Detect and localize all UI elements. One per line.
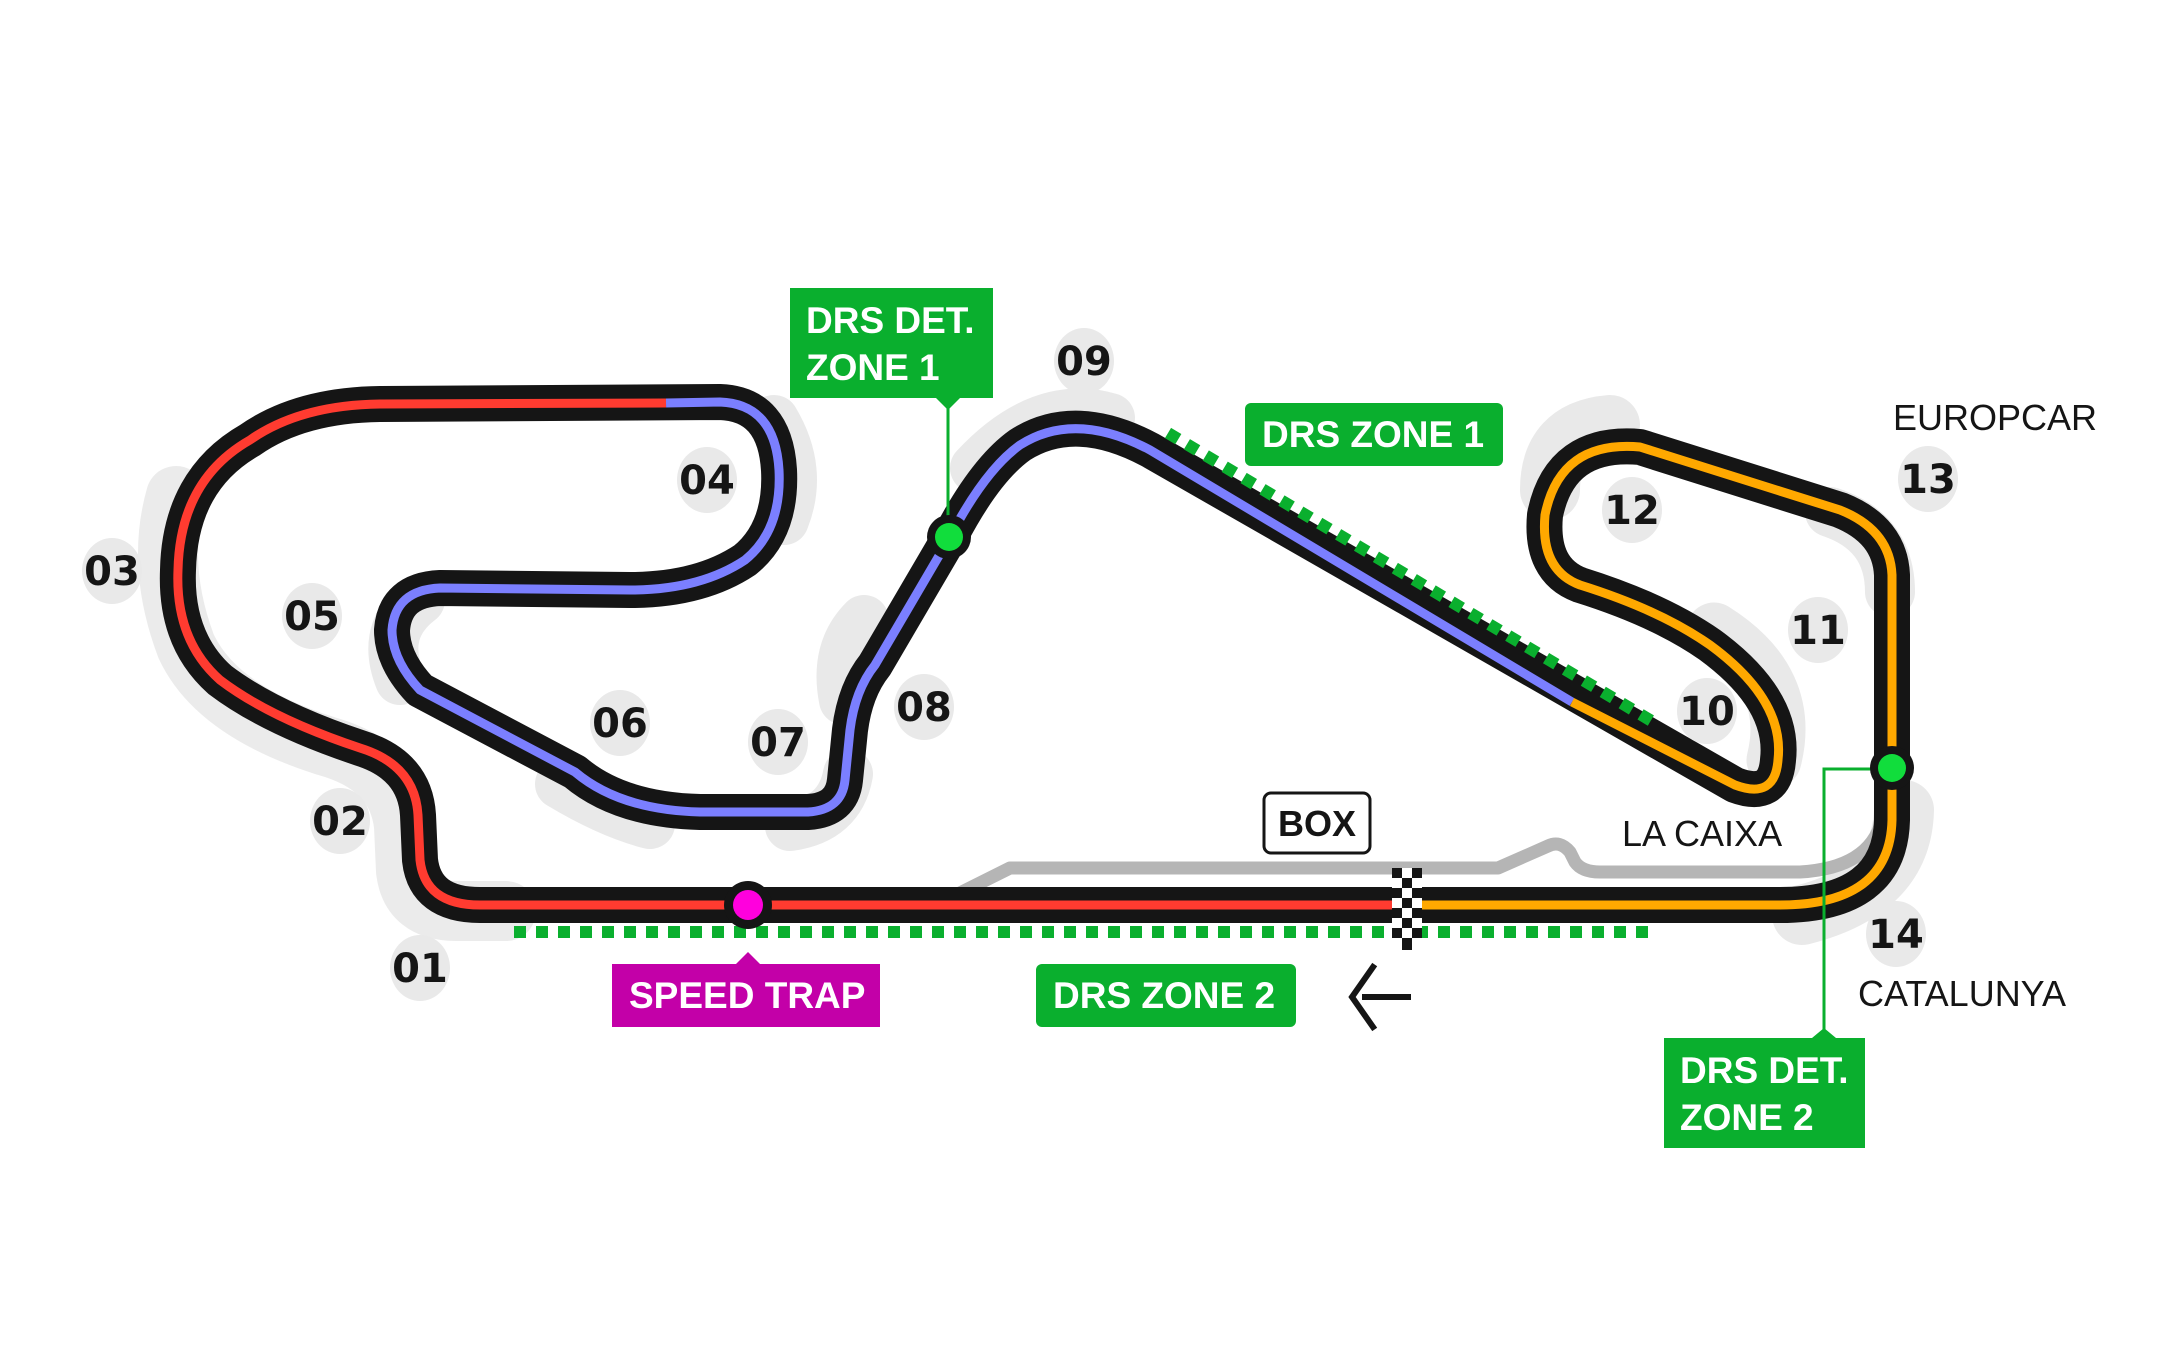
corner-bubble <box>1898 446 1958 512</box>
corner-number: 05 <box>284 594 340 640</box>
corner-02: 02 <box>310 788 370 854</box>
corner-number: 04 <box>679 458 735 504</box>
corner-01: 01 <box>390 935 450 1001</box>
corner-bubble <box>282 583 342 649</box>
corner-number: 08 <box>896 685 952 731</box>
drs-zone-1-text: DRS ZONE 1 <box>1262 414 1484 455</box>
corner-bubble <box>1602 477 1662 543</box>
pit-box-label[interactable]: BOX <box>1262 791 1372 855</box>
drs-det-zone-1-line1: DRS DET. <box>806 300 975 341</box>
corner-10: 10 <box>1677 678 1737 744</box>
sector-3 <box>1410 441 1897 910</box>
corner-numbers: 01 02 03 04 05 06 07 08 09 10 11 12 13 14 <box>82 328 1958 1001</box>
corner-bubble <box>82 538 142 604</box>
grandstand-la-caixa: LA CAIXA <box>1622 813 1782 854</box>
drs-det-zone-2-line1: DRS DET. <box>1680 1050 1849 1091</box>
corner-08: 08 <box>894 674 954 740</box>
arrow-left-icon <box>1348 962 1411 1032</box>
corner-number: 14 <box>1868 912 1924 958</box>
drs-zone-1-label[interactable]: DRS ZONE 1 <box>1245 403 1503 466</box>
corner-number: 09 <box>1056 339 1112 385</box>
corner-bubble <box>1866 901 1926 967</box>
drs-det-zone-1-line2: ZONE 1 <box>806 347 940 388</box>
speed-trap-text: SPEED TRAP <box>629 975 865 1016</box>
speed-trap-marker <box>733 890 763 920</box>
sector-2 <box>387 397 1575 817</box>
corner-04: 04 <box>677 447 737 513</box>
sector-1 <box>173 398 1410 910</box>
corner-12: 12 <box>1602 477 1662 543</box>
box-text: BOX <box>1278 803 1356 844</box>
corner-number: 03 <box>84 549 140 595</box>
speed-trap[interactable]: SPEED TRAP <box>612 881 880 1027</box>
corner-number: 06 <box>592 701 648 747</box>
drs-detection-2-marker <box>1878 754 1906 782</box>
corner-number: 07 <box>750 720 806 766</box>
drs-det-zone-2-line2: ZONE 2 <box>1680 1097 1814 1138</box>
drs-detection-zone-2[interactable]: DRS DET. ZONE 2 <box>1664 746 1914 1148</box>
corner-03: 03 <box>82 538 142 604</box>
corner-07: 07 <box>748 709 808 775</box>
corner-06: 06 <box>590 690 650 756</box>
corner-number: 02 <box>312 799 368 845</box>
corner-number: 11 <box>1790 608 1846 654</box>
corner-11: 11 <box>1788 597 1848 663</box>
drs-detection-1-marker <box>935 523 963 551</box>
drs-zone-1-line <box>1164 427 1659 729</box>
corner-number: 10 <box>1679 689 1735 735</box>
corner-bubble <box>1677 678 1737 744</box>
corner-13: 13 <box>1898 446 1958 512</box>
drs-zone-2-label[interactable]: DRS ZONE 2 <box>1036 964 1296 1027</box>
pit-lane <box>953 813 1889 900</box>
corner-bubble <box>590 690 650 756</box>
corner-bubble <box>748 709 808 775</box>
grandstand-europcar: EUROPCAR <box>1893 397 2097 438</box>
corner-bubble <box>1054 328 1114 394</box>
corner-05: 05 <box>282 583 342 649</box>
corner-bubble <box>390 935 450 1001</box>
corner-14: 14 <box>1866 901 1926 967</box>
drs-zone-2-text: DRS ZONE 2 <box>1053 975 1275 1016</box>
corner-bubble <box>677 447 737 513</box>
drs-detection-zone-1[interactable]: DRS DET. ZONE 1 <box>790 288 993 559</box>
corner-number: 13 <box>1900 457 1956 503</box>
corner-bubble <box>1788 597 1848 663</box>
corner-09: 09 <box>1054 328 1114 394</box>
corner-bubble <box>310 788 370 854</box>
corner-bubble <box>894 674 954 740</box>
corner-number: 12 <box>1604 488 1660 534</box>
corner-number: 01 <box>392 946 448 992</box>
start-finish-line <box>1392 868 1422 950</box>
grandstand-catalunya: CATALUNYA <box>1858 973 2066 1014</box>
